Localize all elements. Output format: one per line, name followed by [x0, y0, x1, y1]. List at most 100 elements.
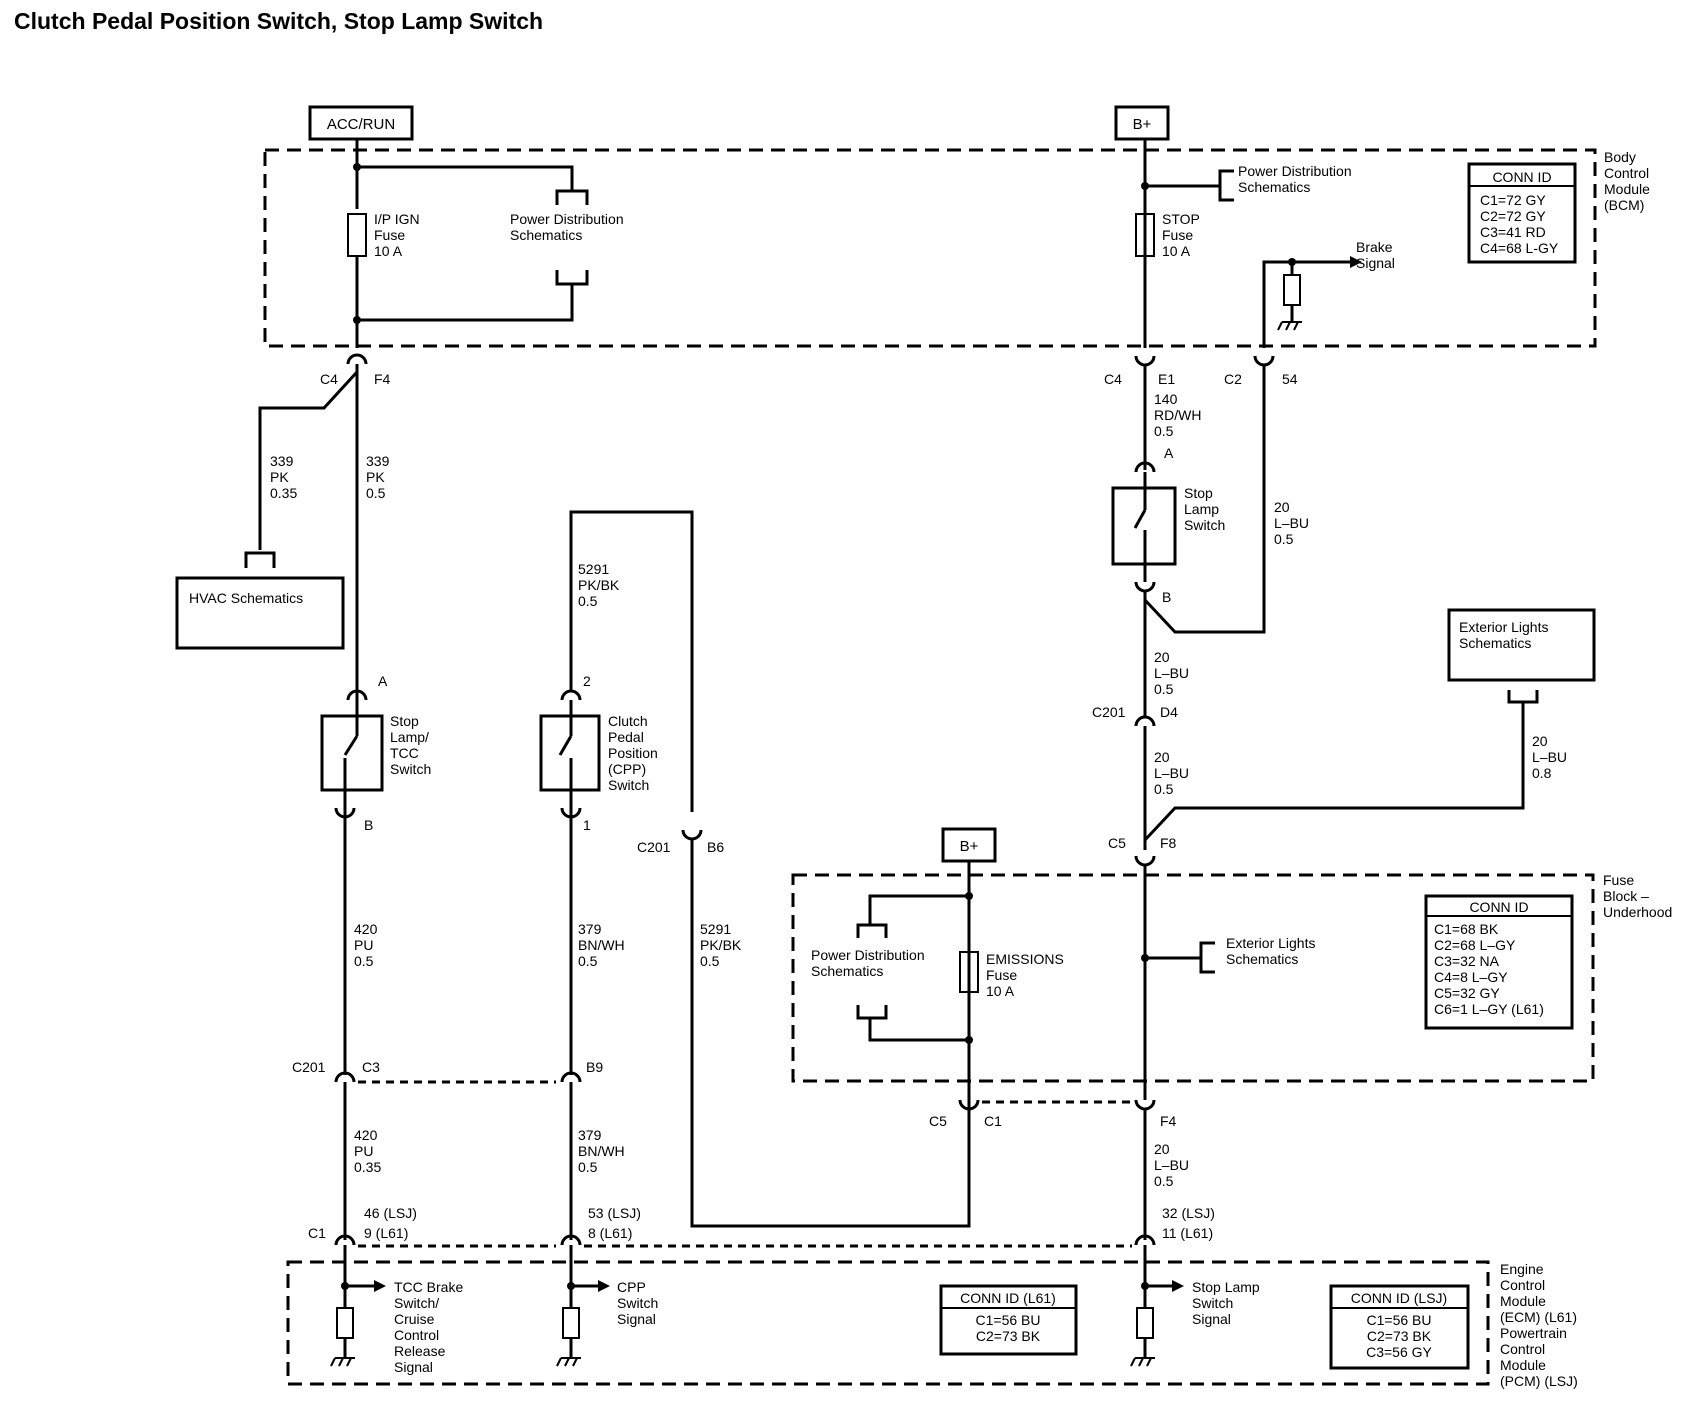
svg-text:Switch: Switch: [1184, 517, 1225, 533]
svg-text:0.35: 0.35: [270, 485, 297, 501]
svg-text:8 (L61): 8 (L61): [588, 1225, 632, 1241]
bcm-label: Body Control Module (BCM): [1604, 149, 1650, 213]
svg-text:20: 20: [1532, 733, 1548, 749]
svg-text:Stop: Stop: [390, 713, 419, 729]
power-distribution-left-label: Power Distribution Schematics: [510, 211, 624, 243]
svg-text:140: 140: [1154, 391, 1178, 407]
cpp-signal-circuit: [556, 1245, 610, 1367]
svg-text:L–BU: L–BU: [1274, 515, 1309, 531]
stop-lamp-switch-label: Stop Lamp Switch: [1184, 485, 1225, 533]
svg-text:Stop Lamp: Stop Lamp: [1192, 1279, 1260, 1295]
connector-c5-c1-f4: [958, 1099, 1156, 1240]
svg-text:PK/BK: PK/BK: [700, 937, 742, 953]
svg-text:5291: 5291: [700, 921, 731, 937]
acc-run-source: ACC/RUN: [308, 105, 414, 141]
svg-text:C1=68 BK: C1=68 BK: [1434, 921, 1499, 937]
svg-text:Module: Module: [1500, 1293, 1546, 1309]
svg-text:Stop: Stop: [1184, 485, 1213, 501]
connector-c4-f4: [258, 353, 368, 690]
connector-c201-d4: [1134, 715, 1156, 850]
svg-text:C1=56 BU: C1=56 BU: [1367, 1312, 1432, 1328]
svg-text:I/P IGN: I/P IGN: [374, 211, 420, 227]
svg-text:0.5: 0.5: [578, 1159, 598, 1175]
power-distribution-fuse-block-label: Power Distribution Schematics: [811, 947, 925, 979]
svg-text:C2: C2: [1224, 371, 1242, 387]
svg-text:C5=32 GY: C5=32 GY: [1434, 985, 1500, 1001]
svg-text:Underhood: Underhood: [1603, 904, 1672, 920]
svg-text:0.5: 0.5: [1154, 1173, 1174, 1189]
svg-text:0.5: 0.5: [700, 953, 720, 969]
svg-text:Module: Module: [1604, 181, 1650, 197]
connector-c1-ecm: [334, 1234, 1156, 1248]
svg-text:Cruise: Cruise: [394, 1311, 435, 1327]
svg-text:PK/BK: PK/BK: [578, 577, 620, 593]
svg-text:C4=68 L-GY: C4=68 L-GY: [1480, 240, 1559, 256]
svg-text:339: 339: [270, 453, 294, 469]
svg-text:339: 339: [366, 453, 390, 469]
svg-text:CONN ID: CONN ID: [1492, 169, 1551, 185]
connector-c4-e1: [1134, 355, 1156, 367]
svg-text:C1: C1: [308, 1225, 326, 1241]
svg-text:Signal: Signal: [617, 1311, 656, 1327]
emissions-fuse-circuit: [856, 861, 979, 1100]
brake-signal-label: Brake Signal: [1356, 239, 1395, 271]
svg-text:0.5: 0.5: [1154, 423, 1174, 439]
exterior-lights-fuse-block-label: Exterior Lights Schematics: [1226, 935, 1315, 967]
stop-signal-circuit: [1130, 1245, 1184, 1367]
connector-c2-54: [1143, 355, 1275, 634]
svg-text:HVAC Schematics: HVAC Schematics: [189, 590, 303, 606]
svg-text:Fuse: Fuse: [374, 227, 405, 243]
emissions-fuse-label: EMISSIONS Fuse 10 A: [986, 951, 1064, 999]
ecm-label: Engine Control Module (ECM) (L61) Powert…: [1500, 1261, 1578, 1389]
svg-text:L–BU: L–BU: [1154, 1157, 1189, 1173]
svg-text:A: A: [378, 673, 388, 689]
svg-text:C2=73 BK: C2=73 BK: [1367, 1328, 1432, 1344]
svg-text:F8: F8: [1160, 835, 1177, 851]
svg-text:Exterior Lights: Exterior Lights: [1226, 935, 1315, 951]
stop-tcc-switch-label: Stop Lamp/ TCC Switch: [390, 713, 431, 777]
battery-positive-source: B+: [1114, 105, 1170, 141]
svg-text:Control: Control: [1500, 1277, 1545, 1293]
cpp-switch: [539, 510, 694, 819]
connector-c201-b6: [681, 829, 971, 1228]
svg-text:9 (L61): 9 (L61): [364, 1225, 408, 1241]
brake-signal-circuit: [1262, 256, 1362, 348]
svg-text:B+: B+: [1133, 116, 1152, 133]
svg-text:0.5: 0.5: [1154, 681, 1174, 697]
svg-text:Signal: Signal: [1356, 255, 1395, 271]
svg-text:Control: Control: [1500, 1341, 1545, 1357]
svg-text:20: 20: [1154, 649, 1170, 665]
svg-text:B: B: [364, 817, 373, 833]
svg-text:Brake: Brake: [1356, 239, 1393, 255]
svg-text:Engine: Engine: [1500, 1261, 1544, 1277]
bcm-boundary: [263, 148, 1597, 348]
svg-text:0.5: 0.5: [578, 593, 598, 609]
cpp-switch-label: Clutch Pedal Position (CPP) Switch: [608, 713, 658, 793]
connector-c201-c3-b9: [334, 1071, 582, 1240]
stop-lamp-switch: [1111, 461, 1177, 593]
svg-text:RD/WH: RD/WH: [1154, 407, 1201, 423]
svg-text:Switch/: Switch/: [394, 1295, 439, 1311]
svg-text:20: 20: [1154, 1141, 1170, 1157]
bcm-conn-id-box: CONN ID C1=72 GY C2=72 GY C3=41 RD C4=68…: [1467, 162, 1577, 264]
svg-text:PU: PU: [354, 1143, 373, 1159]
svg-text:L–BU: L–BU: [1532, 749, 1567, 765]
svg-text:0.8: 0.8: [1532, 765, 1552, 781]
svg-text:B+: B+: [960, 838, 979, 855]
svg-text:ACC/RUN: ACC/RUN: [327, 116, 395, 133]
svg-text:C201: C201: [292, 1059, 326, 1075]
svg-text:0.5: 0.5: [1274, 531, 1294, 547]
svg-text:Fuse: Fuse: [1603, 872, 1634, 888]
svg-text:C201: C201: [637, 839, 671, 855]
svg-text:C3=32 NA: C3=32 NA: [1434, 953, 1500, 969]
svg-text:CONN ID (LSJ): CONN ID (LSJ): [1351, 1290, 1447, 1306]
ecm-conn-id-l61-box: CONN ID (L61) C1=56 BU C2=73 BK: [939, 1284, 1078, 1356]
battery-positive-fuse-block-source: B+: [941, 827, 997, 863]
svg-text:L–BU: L–BU: [1154, 665, 1189, 681]
svg-text:Clutch: Clutch: [608, 713, 648, 729]
svg-text:Control: Control: [394, 1327, 439, 1343]
svg-text:Power Distribution: Power Distribution: [811, 947, 925, 963]
svg-text:C1=72 GY: C1=72 GY: [1480, 192, 1546, 208]
svg-text:Switch: Switch: [608, 777, 649, 793]
